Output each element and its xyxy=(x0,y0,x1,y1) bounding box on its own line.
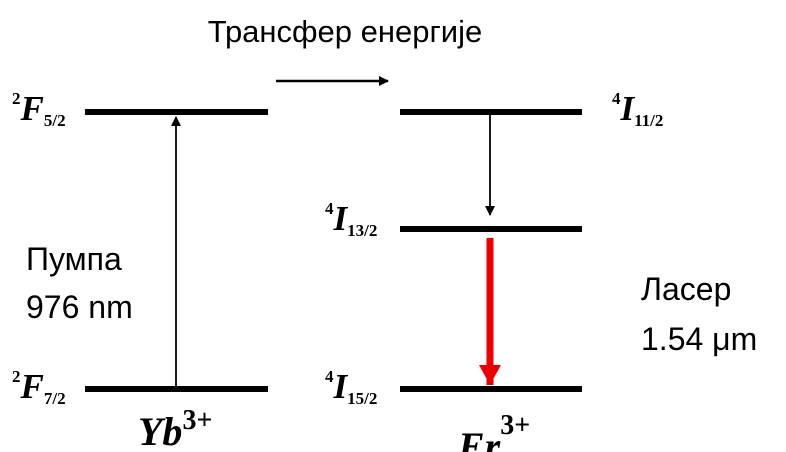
label-er-lower: 4I15/2 xyxy=(325,367,377,408)
label-er-upper: 4I11/2 xyxy=(612,89,663,130)
pump-label-wavelength: 976 nm xyxy=(26,289,133,325)
label-yb-upper: 2F5/2 xyxy=(12,89,66,130)
pump-label-name: Пумпа xyxy=(26,241,122,277)
laser-label-wavelength: 1.54 μm xyxy=(641,321,757,357)
laser-label-name: Ласер xyxy=(641,271,731,307)
label-er-middle: 4I13/2 xyxy=(325,199,377,240)
ion-label-er: Er3+ xyxy=(457,410,530,452)
ion-label-yb: Yb3+ xyxy=(138,405,212,452)
label-yb-lower: 2F7/2 xyxy=(12,367,66,408)
diagram-title: Трансфер енергије xyxy=(208,14,483,49)
